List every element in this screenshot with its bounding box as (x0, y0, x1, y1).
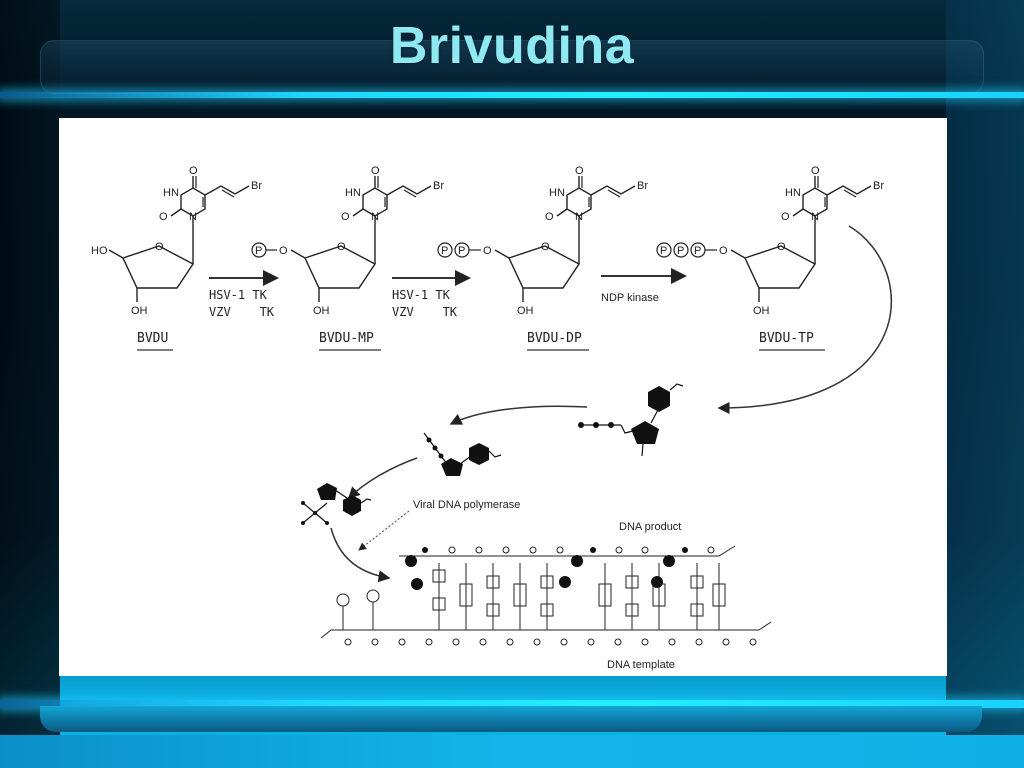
svg-text:OH: OH (753, 305, 770, 317)
arrow-mp-to-dp: HSV-1 TK VZV TK (392, 270, 471, 319)
incoming-nucleotide-step1 (423, 432, 502, 476)
atom-5ho: HO (91, 245, 108, 257)
svg-text:OH: OH (517, 305, 534, 317)
compound-name: BVDU-MP (319, 331, 374, 346)
svg-text:N: N (811, 211, 819, 223)
svg-text:HN: HN (549, 187, 565, 199)
phosphate-group: P P (437, 242, 481, 258)
svg-text:P: P (694, 245, 701, 257)
svg-text:OH: OH (313, 305, 330, 317)
compound-name: BVDU-TP (759, 331, 814, 346)
svg-text:P: P (677, 245, 684, 257)
svg-text:O: O (541, 241, 550, 253)
bottom-glow-line (0, 700, 1024, 708)
svg-text:P: P (458, 245, 465, 257)
label-dna-product: DNA product (619, 521, 681, 533)
brivudine-activation-diagram: O HN N O Br O OH HO BVDU HSV-1 TK VZV TK… (91, 165, 893, 671)
svg-text:N: N (371, 211, 379, 223)
compound-bvdu-dp: O HN N O Br O OH O P P BVDU-DP (437, 165, 648, 351)
svg-text:O: O (341, 211, 350, 223)
atom-ring-o: O (155, 241, 164, 253)
svg-text:O: O (371, 165, 380, 177)
arrow-to-polymerase-step1 (449, 405, 588, 425)
svg-text:N: N (575, 211, 583, 223)
title-band (40, 40, 984, 94)
svg-text:O: O (483, 245, 492, 257)
svg-text:O: O (545, 211, 554, 223)
arrow-to-dna (330, 527, 391, 583)
phosphate-group: P (251, 242, 277, 258)
atom-o2: O (159, 211, 168, 223)
svg-text:HN: HN (785, 187, 801, 199)
svg-text:O: O (811, 165, 820, 177)
enzyme-line1: HSV-1 TK (392, 288, 451, 302)
arrow-to-polymerase-step2 (347, 457, 418, 500)
label-viral-dna-polymerase: Viral DNA polymerase (413, 499, 520, 511)
atom-br: Br (251, 180, 262, 192)
background-right-shade (946, 0, 1024, 768)
arrow-bvdu-to-mp: HSV-1 TK VZV TK (209, 270, 279, 319)
svg-text:O: O (575, 165, 584, 177)
svg-text:Br: Br (873, 180, 884, 192)
bvdu-tp-schematic (578, 383, 684, 457)
atom-3oh: OH (131, 305, 148, 317)
atom-o: O (189, 165, 198, 177)
top-glow-line (0, 92, 1024, 98)
svg-text:O: O (777, 241, 786, 253)
svg-text:O: O (781, 211, 790, 223)
arrow-dp-to-tp: NDP kinase (601, 268, 687, 304)
footer-band (40, 706, 982, 732)
footer-background (0, 735, 1024, 768)
compound-bvdu-tp: O HN N O Br O OH O P P P BVDU-TP (656, 165, 884, 351)
dna-product-strand (399, 545, 736, 630)
enzyme-line1: HSV-1 TK (209, 288, 268, 302)
svg-text:O: O (337, 241, 346, 253)
svg-text:P: P (255, 245, 262, 257)
label-dna-template: DNA template (607, 659, 675, 671)
svg-text:HN: HN (345, 187, 361, 199)
enzyme-line2: VZV TK (392, 305, 458, 319)
slide-title: Brivudina (389, 17, 635, 75)
svg-text:O: O (279, 245, 288, 257)
incoming-nucleotide-step2 (301, 483, 372, 525)
enzyme-line1: NDP kinase (601, 292, 659, 304)
compound-bvdu-mp: O HN N O Br O OH O P BVDU-MP (251, 165, 444, 351)
atom-n: N (189, 211, 197, 223)
diagram-panel: O HN N O Br O OH HO BVDU HSV-1 TK VZV TK… (59, 118, 947, 676)
svg-text:Br: Br (637, 180, 648, 192)
svg-text:Br: Br (433, 180, 444, 192)
background-left-shade (0, 0, 60, 768)
svg-text:O: O (719, 245, 728, 257)
svg-text:P: P (660, 245, 667, 257)
enzyme-line2: VZV TK (209, 305, 275, 319)
phosphate-group: P P P (656, 242, 717, 258)
svg-text:P: P (441, 245, 448, 257)
compound-name: BVDU-DP (527, 331, 582, 346)
compound-bvdu: O HN N O Br O OH HO BVDU (91, 165, 262, 351)
atom-hn: HN (163, 187, 179, 199)
compound-name: BVDU (137, 331, 168, 346)
curved-arrow-tp (717, 225, 893, 414)
dna-template-strand (320, 589, 772, 646)
